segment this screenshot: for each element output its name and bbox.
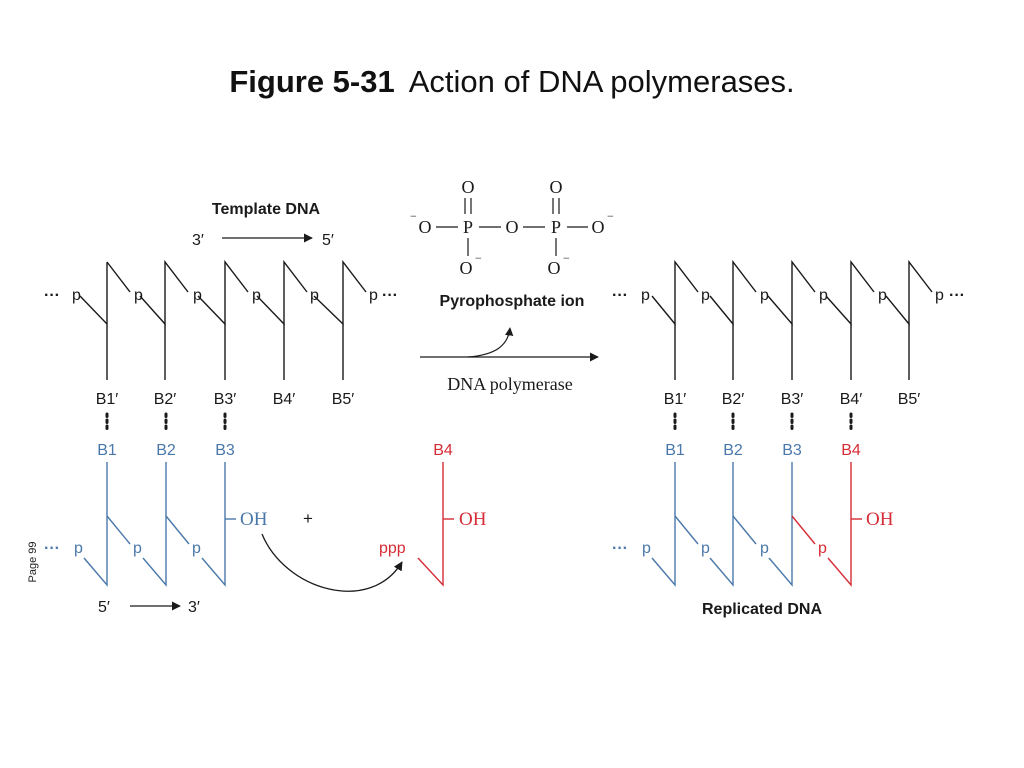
nucleophilic-attack-arrow bbox=[261, 533, 403, 592]
atom-o: O bbox=[419, 217, 432, 237]
product-added-nucleotide bbox=[791, 462, 862, 587]
figure-number: Figure 5-31 bbox=[229, 64, 395, 99]
product-template-base: B4′ bbox=[840, 391, 863, 408]
atom-p: P bbox=[551, 217, 561, 237]
product-new-base: B2 bbox=[723, 442, 743, 459]
figure-title: Figure 5-31 Action of DNA polymerases. bbox=[0, 64, 1024, 100]
primer-ellipsis: ··· bbox=[44, 540, 60, 557]
product-template-base: B3′ bbox=[781, 391, 804, 408]
charge: − bbox=[607, 209, 614, 223]
atom-o: O bbox=[550, 177, 563, 197]
atom-o: O bbox=[460, 258, 473, 278]
pyrophosphate-label: Pyrophosphate ion bbox=[440, 293, 585, 310]
template-phosphate: p bbox=[72, 287, 81, 304]
pyrophosphate-structure: O O − O P O P O − O − O − bbox=[410, 177, 614, 278]
product-ellipsis-right: ··· bbox=[949, 287, 965, 304]
incoming-hydroxyl: OH bbox=[459, 509, 487, 530]
atom-o: O bbox=[548, 258, 561, 278]
template-base: B1′ bbox=[96, 391, 119, 408]
atom-o: O bbox=[462, 177, 475, 197]
template-end-left: 3′ bbox=[192, 232, 204, 249]
incoming-nucleotide bbox=[417, 462, 454, 587]
atom-p: P bbox=[463, 217, 473, 237]
product-template-base: B1′ bbox=[664, 391, 687, 408]
pyrophosphate-release-arrow bbox=[467, 327, 514, 358]
atom-o: O bbox=[592, 217, 605, 237]
figure-caption: Action of DNA polymerases. bbox=[408, 64, 795, 99]
template-phosphate: p bbox=[193, 287, 202, 304]
charge: − bbox=[563, 251, 570, 265]
product-new-phosphate: p bbox=[701, 540, 710, 557]
template-phosphate: p bbox=[252, 287, 261, 304]
template-base: B2′ bbox=[154, 391, 177, 408]
template-strand bbox=[79, 259, 367, 380]
product-base-pair-links bbox=[673, 412, 853, 434]
product-phosphate: p bbox=[701, 287, 710, 304]
product-new-phosphate: p bbox=[818, 540, 827, 557]
incoming-base: B4 bbox=[433, 442, 453, 459]
primer-base: B2 bbox=[156, 442, 176, 459]
pyrophosphate-bonds bbox=[436, 198, 588, 256]
product-new-base: B3 bbox=[782, 442, 802, 459]
template-labels: Template DNA 3′ 5′ ··· p p p p p p ··· B… bbox=[44, 201, 398, 408]
primer-base: B3 bbox=[215, 442, 235, 459]
template-base: B5′ bbox=[332, 391, 355, 408]
product-hydroxyl: OH bbox=[866, 509, 894, 530]
enzyme-label: DNA polymerase bbox=[447, 374, 572, 394]
charge: − bbox=[475, 251, 482, 265]
incoming-triphosphate: ppp bbox=[379, 540, 406, 557]
product-new-ellipsis: ··· bbox=[612, 540, 628, 557]
primer-strand bbox=[83, 462, 236, 587]
base-pair-links bbox=[105, 412, 227, 434]
product-template-base: B5′ bbox=[898, 391, 921, 408]
product-phosphate: p bbox=[935, 287, 944, 304]
product-label: Replicated DNA bbox=[702, 601, 822, 618]
primer-end-left: 5′ bbox=[98, 599, 110, 616]
product-phosphate: p bbox=[878, 287, 887, 304]
product-template-labels: ··· p p p p p p ··· B1′ B2′ B3′ B4′ B5′ bbox=[612, 287, 965, 408]
template-phosphate: p bbox=[134, 287, 143, 304]
template-phosphate: p bbox=[369, 287, 378, 304]
product-template-strand bbox=[651, 259, 933, 380]
product-template-base: B2′ bbox=[722, 391, 745, 408]
atom-o: O bbox=[506, 217, 519, 237]
primer-phosphate: p bbox=[192, 540, 201, 557]
product-new-phosphate: p bbox=[760, 540, 769, 557]
product-new-base: B4 bbox=[841, 442, 861, 459]
template-ellipsis-left: ··· bbox=[44, 287, 60, 304]
template-base: B4′ bbox=[273, 391, 296, 408]
primer-base: B1 bbox=[97, 442, 117, 459]
primer-phosphate: p bbox=[133, 540, 142, 557]
template-phosphate: p bbox=[310, 287, 319, 304]
product-new-base: B1 bbox=[665, 442, 685, 459]
plus-sign: + bbox=[303, 509, 313, 528]
primer-hydroxyl: OH bbox=[240, 509, 268, 530]
product-phosphate: p bbox=[760, 287, 769, 304]
template-ellipsis-right: ··· bbox=[382, 287, 398, 304]
product-ellipsis-left: ··· bbox=[612, 287, 628, 304]
product-phosphate: p bbox=[641, 287, 650, 304]
primer-end-right: 3′ bbox=[188, 599, 200, 616]
product-new-phosphate: p bbox=[642, 540, 651, 557]
page-label: Page 99 bbox=[27, 542, 39, 583]
product-new-strand bbox=[651, 462, 793, 587]
template-heading: Template DNA bbox=[212, 201, 321, 218]
primer-phosphate: p bbox=[74, 540, 83, 557]
template-end-right: 5′ bbox=[322, 232, 334, 249]
primer-labels: B1 B2 B3 ··· p p p OH bbox=[44, 442, 268, 557]
charge: − bbox=[410, 209, 417, 223]
product-new-labels: B1 B2 B3 B4 ··· p p p p OH bbox=[612, 442, 894, 557]
template-base: B3′ bbox=[214, 391, 237, 408]
product-phosphate: p bbox=[819, 287, 828, 304]
